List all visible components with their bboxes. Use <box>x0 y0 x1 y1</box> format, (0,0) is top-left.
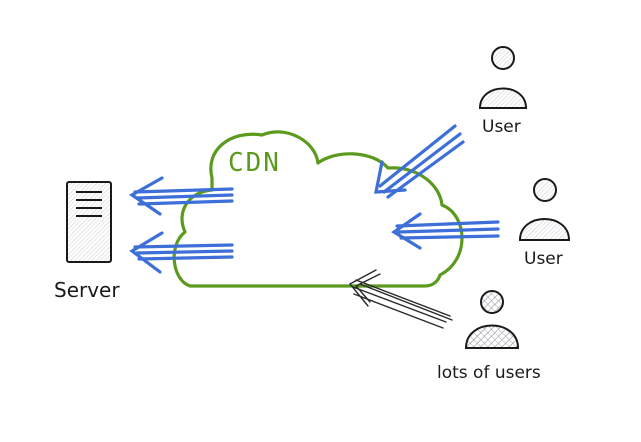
user-label-top: User <box>482 117 521 137</box>
arrows-to-server <box>128 176 234 274</box>
arrow-from-lots-of-users <box>348 269 453 329</box>
lots-of-users-label: lots of users <box>437 363 541 383</box>
user-label-middle: User <box>524 249 563 269</box>
arrow-to-server-lower <box>129 231 234 274</box>
server-icon <box>66 181 112 263</box>
arrow-to-server-upper <box>128 176 234 216</box>
cdn-cloud <box>172 130 464 288</box>
user-icon-lots <box>464 290 520 349</box>
arrow-from-user-middle <box>391 212 500 250</box>
cdn-label: CDN <box>228 148 281 178</box>
arrow-from-user-top <box>374 124 465 199</box>
server-label: Server <box>54 278 120 302</box>
user-icon-top <box>478 46 528 109</box>
user-icon-middle <box>518 178 571 241</box>
